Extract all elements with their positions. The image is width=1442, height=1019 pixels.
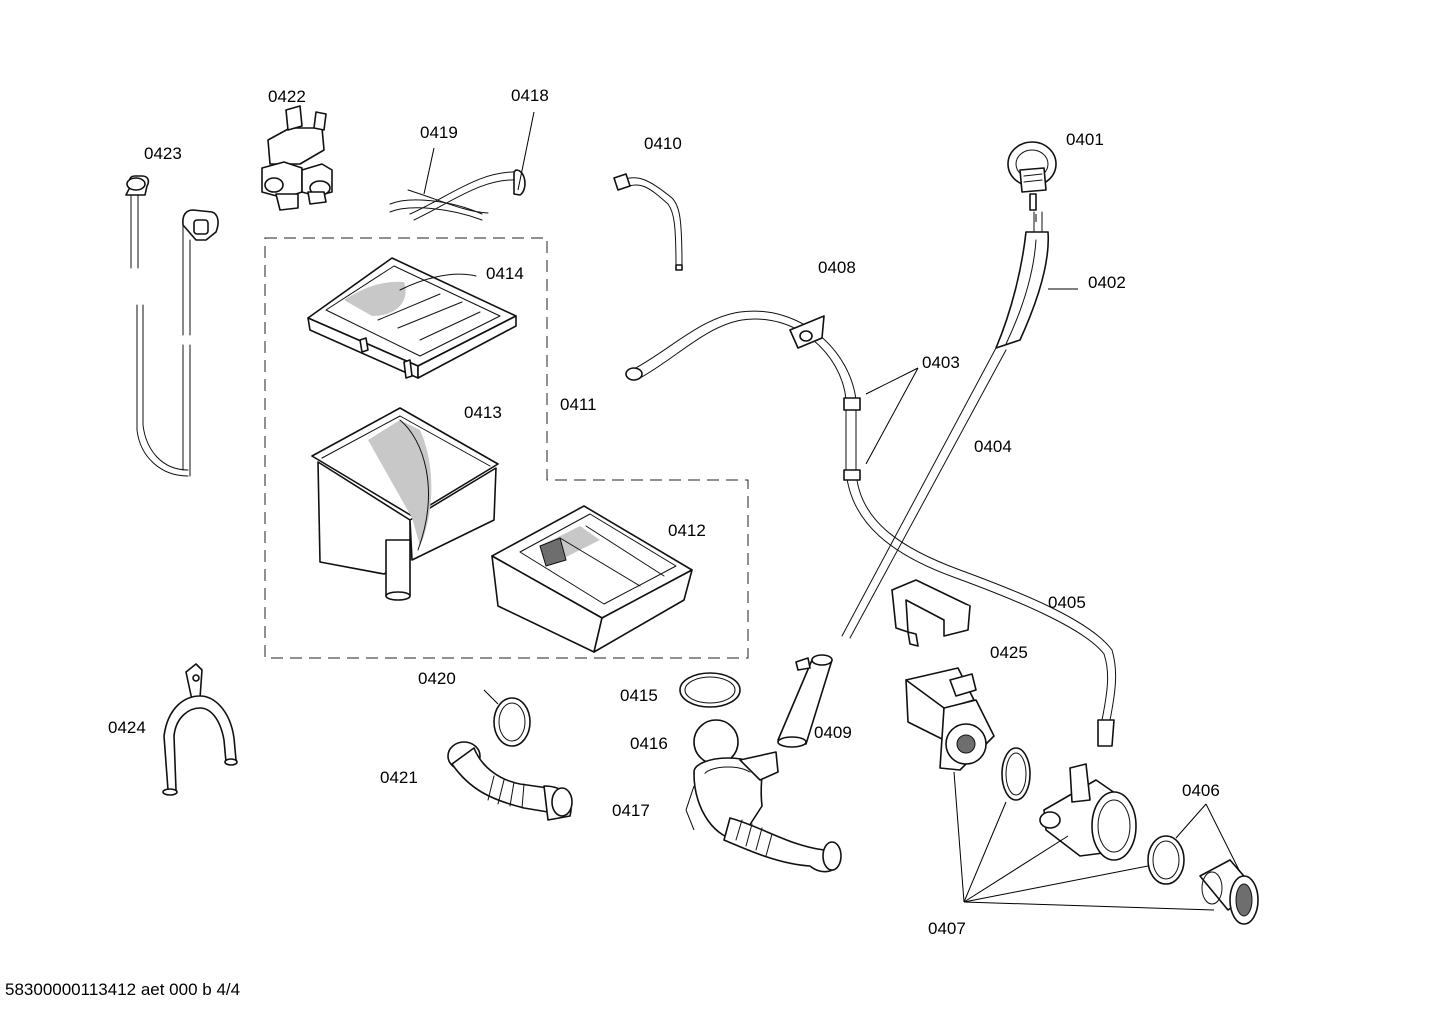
label-0410: 0410 — [644, 134, 682, 153]
label-0424: 0424 — [108, 718, 146, 737]
label-0413: 0413 — [464, 403, 502, 422]
label-0408: 0408 — [818, 258, 856, 277]
label-0421: 0421 — [380, 768, 418, 787]
hose-0408-0405[interactable] — [625, 310, 1117, 747]
label-0417: 0417 — [612, 801, 650, 820]
label-0418: 0418 — [511, 86, 549, 105]
leader-lines — [423, 111, 1241, 911]
label-0403: 0403 — [922, 353, 960, 372]
drain-pump-0407[interactable] — [905, 667, 1031, 801]
tube-0402[interactable] — [995, 211, 1050, 349]
pump-housing-0407[interactable] — [1039, 763, 1137, 861]
label-0419: 0419 — [420, 123, 458, 142]
dispenser-housing-0413[interactable] — [311, 407, 499, 601]
tube-0404[interactable] — [841, 347, 1007, 639]
sump-hose-0417[interactable] — [693, 751, 842, 873]
label-0409: 0409 — [814, 723, 852, 742]
pressure-switch-0401[interactable] — [1007, 141, 1057, 211]
inlet-valve-0422[interactable] — [261, 105, 333, 211]
filter-cap-0406[interactable] — [1199, 859, 1259, 925]
dispenser-cover-0414[interactable] — [307, 257, 517, 379]
label-0422: 0422 — [268, 87, 306, 106]
label-0416: 0416 — [630, 734, 668, 753]
label-0412: 0412 — [668, 521, 706, 540]
label-0407: 0407 — [928, 919, 966, 938]
hose-0421[interactable] — [447, 741, 573, 821]
hose-0419[interactable] — [389, 189, 489, 221]
hose-bend-0424[interactable] — [162, 663, 238, 796]
seal-ring-0420[interactable] — [493, 697, 531, 747]
group-outline-0411 — [264, 237, 749, 659]
hose-0410[interactable] — [613, 173, 683, 271]
label-0405: 0405 — [1048, 593, 1086, 612]
label-0402: 0402 — [1088, 273, 1126, 292]
label-0420: 0420 — [418, 669, 456, 688]
label-0423: 0423 — [144, 144, 182, 163]
inlet-hose-0423[interactable] — [125, 175, 219, 477]
label-0411: 0411 — [560, 395, 597, 414]
seal-ring-0406[interactable] — [1147, 835, 1185, 885]
bracket-0425[interactable] — [891, 579, 971, 647]
air-chamber-0409[interactable] — [777, 654, 833, 748]
label-0415: 0415 — [620, 686, 658, 705]
label-0425: 0425 — [990, 643, 1028, 662]
label-0414: 0414 — [486, 264, 524, 283]
detergent-drawer-0412[interactable] — [491, 505, 693, 653]
seal-ring-0415[interactable] — [679, 672, 741, 708]
document-reference: 58300000113412 aet 000 b 4/4 — [5, 980, 241, 999]
label-0401: 0401 — [1066, 130, 1104, 149]
label-0404: 0404 — [974, 437, 1012, 456]
label-0406: 0406 — [1182, 781, 1220, 800]
